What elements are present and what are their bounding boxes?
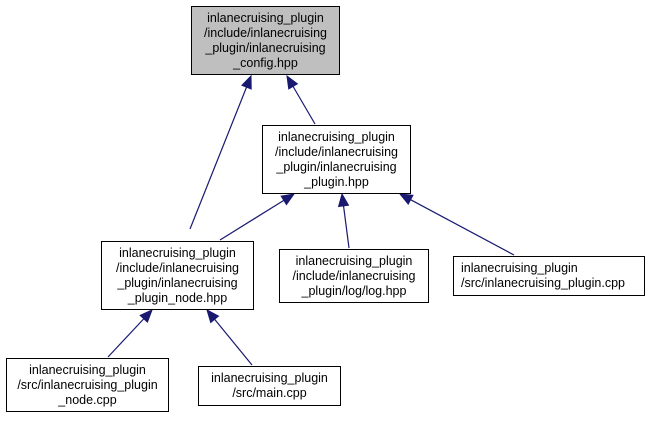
- node-line: inlanecruising_plugin: [207, 10, 324, 25]
- node-plugin-cpp[interactable]: inlanecruising_plugin /src/inlanecruisin…: [453, 256, 645, 296]
- node-plugin-hpp[interactable]: inlanecruising_plugin /include/inlanecru…: [262, 125, 411, 194]
- arrowhead-icon: [286, 74, 299, 90]
- edge-plugin-hpp-to-config: [292, 86, 316, 125]
- node-line: /include/inlanecruising: [204, 25, 327, 40]
- node-line: inlanecruising_plugin: [119, 245, 236, 260]
- node-line: /src/inlanecruising_plugin: [17, 377, 158, 392]
- node-log-hpp[interactable]: inlanecruising_plugin /include/inlanecru…: [279, 249, 429, 303]
- arrowhead-icon: [139, 309, 153, 324]
- edges: [107, 74, 515, 366]
- edge-log-hpp-to-plugin-hpp: [342, 205, 350, 249]
- node-line: _config.hpp: [233, 55, 298, 70]
- node-main-cpp[interactable]: inlanecruising_plugin /src/main.cpp: [198, 366, 341, 406]
- edge-plugin-cpp-to-plugin-hpp: [410, 199, 515, 256]
- node-line: /src/main.cpp: [232, 386, 307, 400]
- node-line: _plugin/inlanecruising: [117, 275, 238, 290]
- arrowhead-icon: [206, 308, 220, 324]
- arrowhead-icon: [241, 74, 252, 90]
- node-line: _plugin_node.hpp: [127, 290, 228, 305]
- node-line: inlanecruising_plugin: [278, 129, 395, 144]
- edge-node-cpp-to-node-hpp: [107, 318, 145, 358]
- arrowhead-icon: [280, 193, 296, 206]
- node-line: /include/inlanecruising: [275, 144, 398, 159]
- arrowhead-icon: [398, 193, 414, 205]
- node-line: inlanecruising_plugin: [461, 261, 578, 275]
- edge-main-cpp-to-node-hpp: [214, 318, 253, 366]
- arrowhead-icon: [337, 192, 350, 208]
- node-plugin-node-hpp[interactable]: inlanecruising_plugin /include/inlanecru…: [101, 241, 254, 310]
- node-line: _plugin/inlanecruising: [276, 159, 397, 174]
- node-line: /include/inlanecruising: [116, 260, 239, 275]
- node-line: /include/inlanecruising: [292, 268, 416, 283]
- edge-node-hpp-to-plugin-hpp: [219, 199, 285, 241]
- node-line: _plugin/inlanecruising: [205, 40, 326, 55]
- node-line: _plugin.hpp: [304, 174, 369, 189]
- node-line: inlanecruising_plugin: [295, 253, 413, 268]
- node-line: inlanecruising_plugin: [29, 362, 146, 377]
- edge-node-hpp-to-config: [189, 86, 248, 230]
- node-node-cpp[interactable]: inlanecruising_plugin /src/inlanecruisin…: [6, 358, 169, 412]
- node-config-hpp[interactable]: inlanecruising_plugin /include/inlanecru…: [191, 6, 340, 75]
- node-line: _node.cpp: [58, 392, 117, 407]
- node-line: inlanecruising_plugin: [211, 371, 328, 385]
- node-line: /src/inlanecruising_plugin.cpp: [461, 276, 625, 290]
- node-line: _plugin/log/log.hpp: [301, 283, 407, 298]
